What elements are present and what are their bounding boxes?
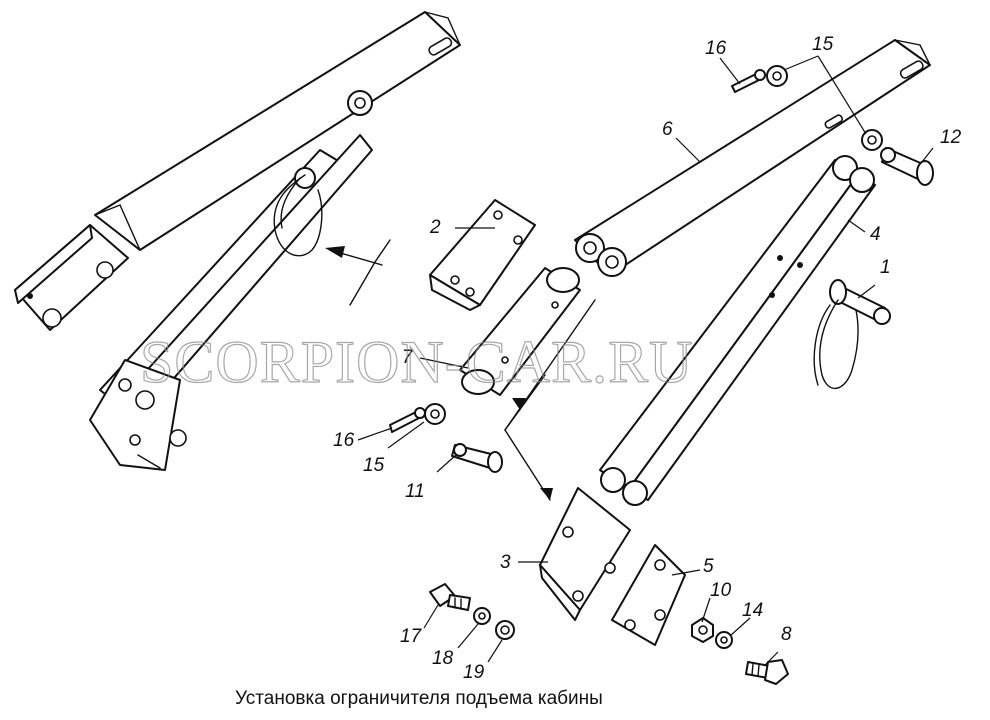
figure-caption: Установка ограничителя подъема кабины [235,688,603,709]
split-pin-part-16-left [389,407,426,433]
callout-15-right: 15 [812,34,834,55]
callout-16-right: 16 [705,38,727,59]
pin-part-11 [451,443,503,473]
callout-8: 8 [781,624,792,645]
callout-2: 2 [429,217,441,238]
plate-part-5 [611,544,686,646]
callout-3: 3 [500,552,511,573]
callout-5: 5 [703,556,714,577]
lock-washer-part-14 [715,631,733,649]
callout-numbers: 1 2 3 4 5 6 7 8 10 11 12 14 15 15 16 16 … [333,34,962,683]
washer-part-15-right-b [861,129,883,151]
leader-lines [357,55,934,667]
pin-part-1 [813,279,891,389]
callout-16-left: 16 [333,430,355,451]
bolt-part-8 [745,659,789,685]
callout-10: 10 [710,580,732,601]
callout-7: 7 [402,347,414,368]
callout-19: 19 [463,662,485,683]
callout-14: 14 [742,600,763,621]
callout-15-left: 15 [363,455,385,476]
callout-17: 17 [400,626,423,647]
split-pin-part-16-right [731,69,766,93]
arm-part-6 [574,39,931,277]
washer-part-19 [495,620,515,640]
bracket-part-2 [429,199,536,311]
bolt-part-17 [429,583,471,611]
watermark-text: SCORPION-CAR.RU [140,329,693,395]
callout-12: 12 [940,127,962,148]
callout-6: 6 [662,119,673,140]
pin-part-12 [880,147,934,186]
strut-part-4 [599,155,876,506]
lock-washer-part-18 [473,607,491,625]
bushing-block-part-7 [459,267,581,396]
callout-4: 4 [870,224,881,245]
washer-part-15-right-a [766,65,788,87]
washer-part-15-left [424,403,446,425]
assembled-limiter-left [14,11,461,471]
assembly-arrows [504,299,596,501]
callout-18: 18 [432,648,454,669]
bracket-part-3 [539,487,631,621]
callout-11: 11 [405,481,425,502]
nut-part-10 [691,617,714,643]
callout-1: 1 [880,257,891,278]
